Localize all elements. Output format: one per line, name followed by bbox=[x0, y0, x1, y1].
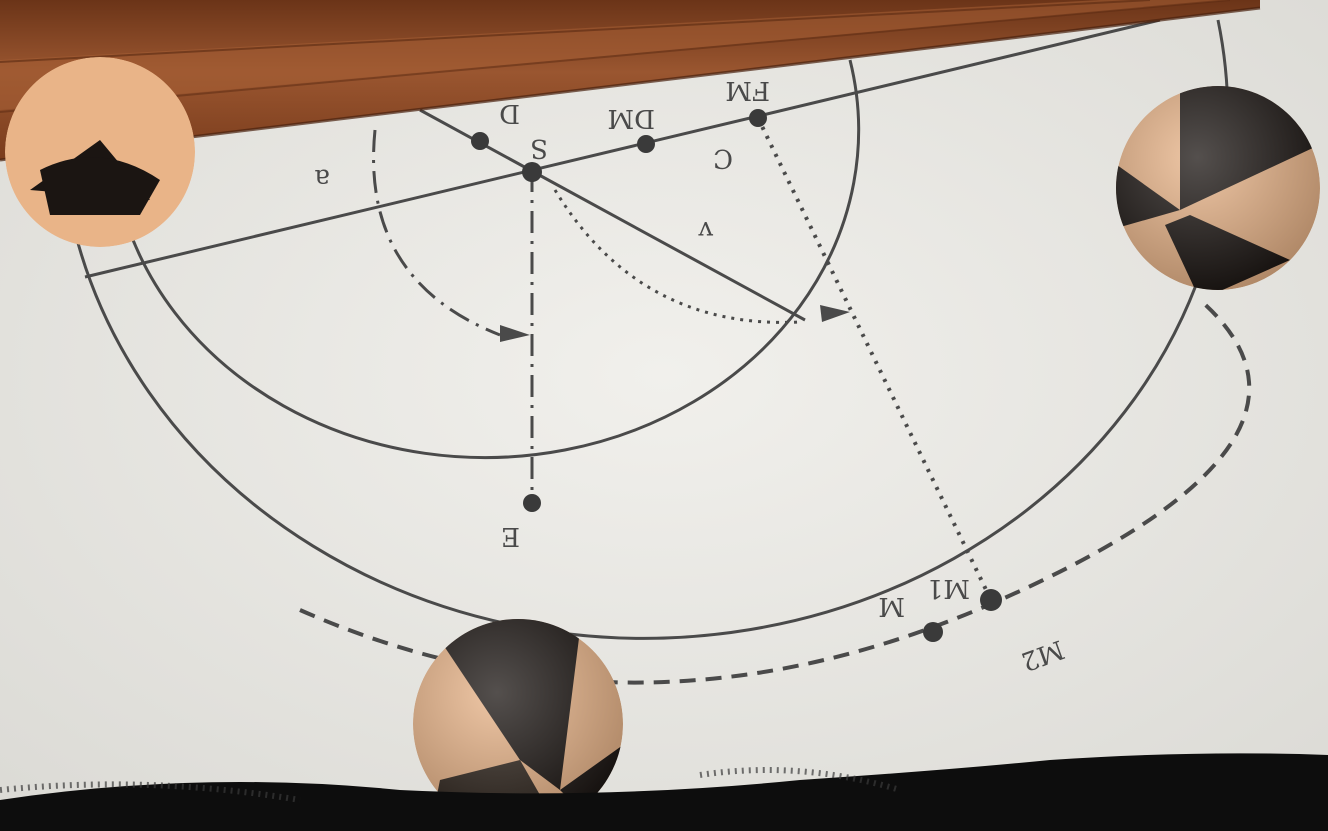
label-fm: FM bbox=[725, 75, 770, 105]
label-a: a bbox=[314, 163, 330, 193]
label-s: S bbox=[530, 133, 548, 163]
points bbox=[471, 109, 1002, 642]
point-d bbox=[471, 132, 489, 150]
label-d: D bbox=[499, 98, 520, 128]
label-m: M bbox=[878, 591, 905, 621]
arc-v bbox=[553, 189, 801, 324]
wooden-bar bbox=[0, 0, 1261, 162]
point-e bbox=[523, 494, 541, 512]
label-v: v bbox=[698, 215, 714, 245]
ball-top-left bbox=[5, 57, 195, 247]
point-dm bbox=[637, 135, 655, 153]
radius-line bbox=[529, 168, 806, 322]
dark-floor bbox=[0, 753, 1328, 831]
inner-arc bbox=[118, 59, 861, 459]
label-m1: M1 bbox=[927, 573, 970, 603]
arc-a bbox=[372, 129, 501, 337]
label-dm: DM bbox=[608, 103, 655, 133]
point-m bbox=[923, 622, 943, 642]
ball-right bbox=[1116, 86, 1320, 290]
floor-speckle bbox=[0, 767, 901, 803]
tilted-line bbox=[84, 18, 1161, 279]
arrowhead-v bbox=[820, 305, 850, 322]
point-m1 bbox=[980, 589, 1002, 611]
label-c: C bbox=[713, 143, 733, 173]
label-e: E bbox=[501, 521, 520, 551]
diagram-labels: S D DM FM C a v E M M1 M2 bbox=[314, 75, 1067, 676]
point-s bbox=[522, 162, 542, 182]
point-fm bbox=[749, 109, 767, 127]
arrowhead-a bbox=[500, 325, 530, 342]
